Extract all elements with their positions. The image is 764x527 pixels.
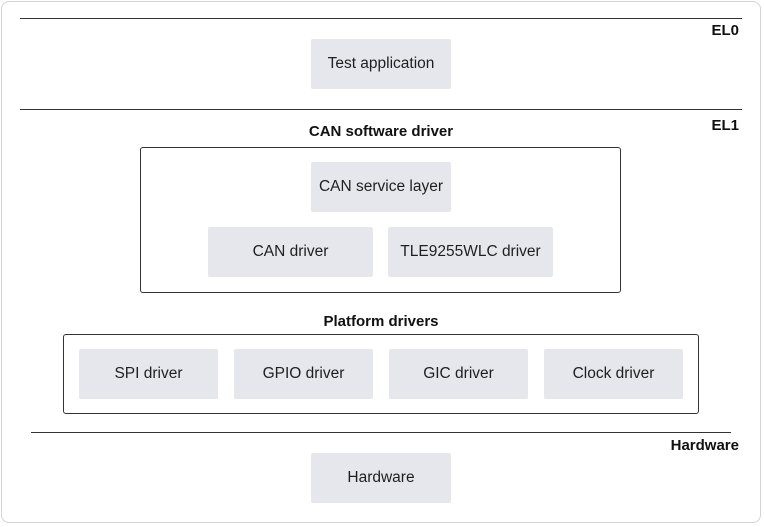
- platform-drivers-title: Platform drivers: [323, 313, 439, 330]
- gpio-driver-box: GPIO driver: [234, 349, 373, 399]
- can-service-layer-box: CAN service layer: [311, 162, 451, 212]
- can-software-driver-title: CAN software driver: [308, 123, 454, 140]
- tle9255wlc-driver-box: TLE9255WLC driver: [388, 227, 553, 277]
- platform-drivers-group: [63, 334, 699, 414]
- el1-separator: [20, 109, 742, 110]
- can-driver-box: CAN driver: [208, 227, 373, 277]
- hardware-box: Hardware: [311, 453, 451, 503]
- el0-separator: [20, 18, 742, 19]
- spi-driver-box: SPI driver: [79, 349, 218, 399]
- clock-driver-box: Clock driver: [544, 349, 683, 399]
- level-label-el0: EL0: [711, 22, 739, 39]
- gic-driver-box: GIC driver: [389, 349, 528, 399]
- test-application-box: Test application: [311, 39, 451, 89]
- level-label-hardware: Hardware: [670, 437, 739, 454]
- hardware-separator: [31, 432, 731, 433]
- can-software-driver-group: [140, 147, 621, 293]
- level-label-el1: EL1: [711, 117, 739, 134]
